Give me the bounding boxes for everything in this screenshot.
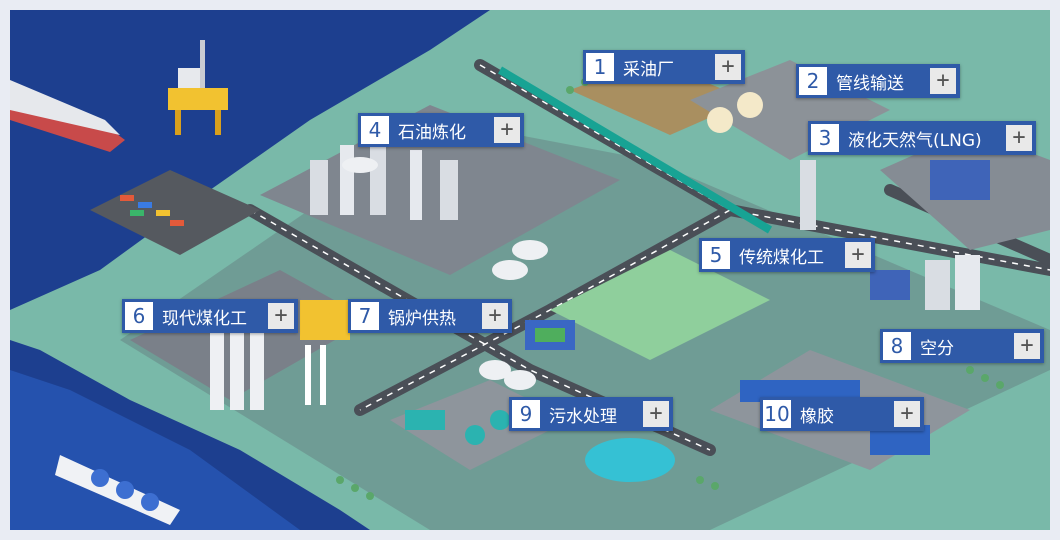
plus-icon[interactable]: +: [482, 303, 508, 329]
coal-chemical-zone: [130, 270, 370, 410]
hotspot-label: 采油厂: [623, 59, 674, 80]
tanker-ship-top: [10, 80, 125, 152]
hotspot-oil-field[interactable]: 1 采油厂 +: [583, 50, 745, 84]
hotspot-number: 10: [763, 400, 791, 428]
plus-icon[interactable]: +: [1014, 333, 1040, 359]
trees: [336, 78, 1004, 500]
hotspot-number: 6: [125, 302, 153, 330]
hotspot-number: 5: [702, 241, 730, 269]
hotspot-number: 4: [361, 116, 389, 144]
hotspot-petroleum-refining[interactable]: 4 石油炼化 +: [358, 113, 524, 147]
hotspot-number: 2: [799, 67, 827, 95]
hotspot-label: 橡胶: [800, 406, 834, 427]
hotspot-modern-coal-chemical[interactable]: 6 现代煤化工 +: [122, 299, 298, 333]
hotspot-number: 1: [586, 53, 614, 81]
hotspot-lng[interactable]: 3 液化天然气(LNG) +: [808, 121, 1036, 155]
hotspot-label: 石油炼化: [398, 122, 466, 143]
port-dock: [90, 170, 260, 255]
hotspot-number: 7: [351, 302, 379, 330]
hotspot-number: 9: [512, 400, 540, 428]
sea-highlight: [10, 370, 300, 530]
hotspot-rubber[interactable]: 10 橡胶 +: [760, 397, 924, 431]
plus-icon[interactable]: +: [894, 401, 920, 427]
plus-icon[interactable]: +: [715, 54, 741, 80]
oil-platform: [168, 40, 228, 135]
plus-icon[interactable]: +: [643, 401, 669, 427]
hotspot-label: 锅炉供热: [388, 308, 456, 329]
right-facilities: [870, 130, 1050, 310]
pipeline-strip: [497, 66, 773, 234]
hotspot-traditional-coal-chemical[interactable]: 5 传统煤化工 +: [699, 238, 875, 272]
plus-icon[interactable]: +: [268, 303, 294, 329]
lng-ship-bottom: [55, 455, 180, 525]
hotspot-number: 8: [883, 332, 911, 360]
hotspot-number: 3: [811, 124, 839, 152]
plus-icon[interactable]: +: [494, 117, 520, 143]
plus-icon[interactable]: +: [1006, 125, 1032, 151]
hotspot-wastewater-treatment[interactable]: 9 污水处理 +: [509, 397, 673, 431]
plus-icon[interactable]: +: [930, 68, 956, 94]
containers: [120, 195, 184, 226]
plus-icon[interactable]: +: [845, 242, 871, 268]
hotspot-pipeline[interactable]: 2 管线输送 +: [796, 64, 960, 98]
hotspot-label: 污水处理: [549, 406, 617, 427]
sea: [10, 10, 490, 310]
hotspot-label: 现代煤化工: [162, 308, 247, 329]
hotspot-label: 传统煤化工: [739, 247, 824, 268]
hotspot-label: 管线输送: [836, 73, 904, 94]
hotspot-boiler-heating[interactable]: 7 锅炉供热 +: [348, 299, 512, 333]
central-green: [525, 250, 770, 360]
hotspot-air-separation[interactable]: 8 空分 +: [880, 329, 1044, 363]
refinery-zone: [260, 105, 620, 280]
hotspot-label: 液化天然气(LNG): [848, 130, 982, 151]
hotspot-label: 空分: [920, 338, 954, 359]
